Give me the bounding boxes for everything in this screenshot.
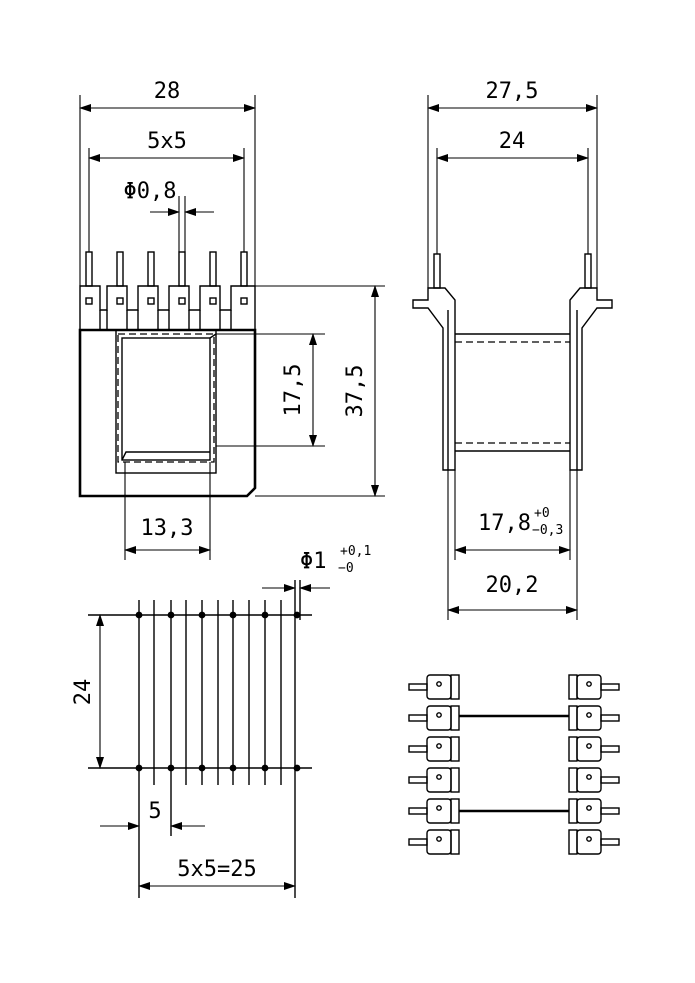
dim-front-width: 28 xyxy=(154,79,181,104)
pcb-holes xyxy=(135,611,301,772)
dim-pcb-total: 5x5=25 xyxy=(177,857,256,882)
front-body-outline xyxy=(78,328,257,498)
dim-bobbin-length: 17,8 xyxy=(478,511,531,536)
pin-arrangement xyxy=(408,674,620,855)
dim-front-pitch: 5x5 xyxy=(147,129,187,154)
dim-side-width: 27,5 xyxy=(486,79,539,104)
dim-pcb-pitch: 5 xyxy=(148,799,161,824)
dim-flange-span: 20,2 xyxy=(486,573,539,598)
front-pins xyxy=(85,251,248,287)
dim-front-height: 37,5 xyxy=(343,365,368,418)
side-pin-right xyxy=(584,253,592,289)
front-view: 28 5x5 Φ0,8 17,5 37,5 13,3 xyxy=(78,79,385,560)
dim-window-height: 17,5 xyxy=(281,364,306,417)
side-pin-left xyxy=(433,253,441,289)
front-window-outer xyxy=(115,329,217,474)
dim-side-pin-span: 24 xyxy=(499,129,526,154)
front-terminals xyxy=(79,285,256,330)
dim-row-span: 24 xyxy=(71,679,96,706)
dim-hole-tol-upper: +0,1 xyxy=(340,544,371,559)
pin-column-right xyxy=(568,674,620,855)
dim-bobbin-tol-upper: +0 xyxy=(534,506,550,521)
side-view: 27,5 24 17,8 +0 −0,3 20,2 xyxy=(412,79,613,620)
pcb-layout: Φ1 +0,1 −0 24 5 5x5=25 xyxy=(71,544,371,898)
front-window-inner xyxy=(121,337,211,461)
dim-window-width: 13,3 xyxy=(141,516,194,541)
dim-hole-tol-lower: −0 xyxy=(338,561,354,576)
dim-bobbin-tol-lower: −0,3 xyxy=(532,523,563,538)
dim-hole-diameter: Φ1 xyxy=(300,549,327,574)
dim-pin-diameter: Φ0,8 xyxy=(124,179,177,204)
pin-column-left xyxy=(408,674,460,855)
